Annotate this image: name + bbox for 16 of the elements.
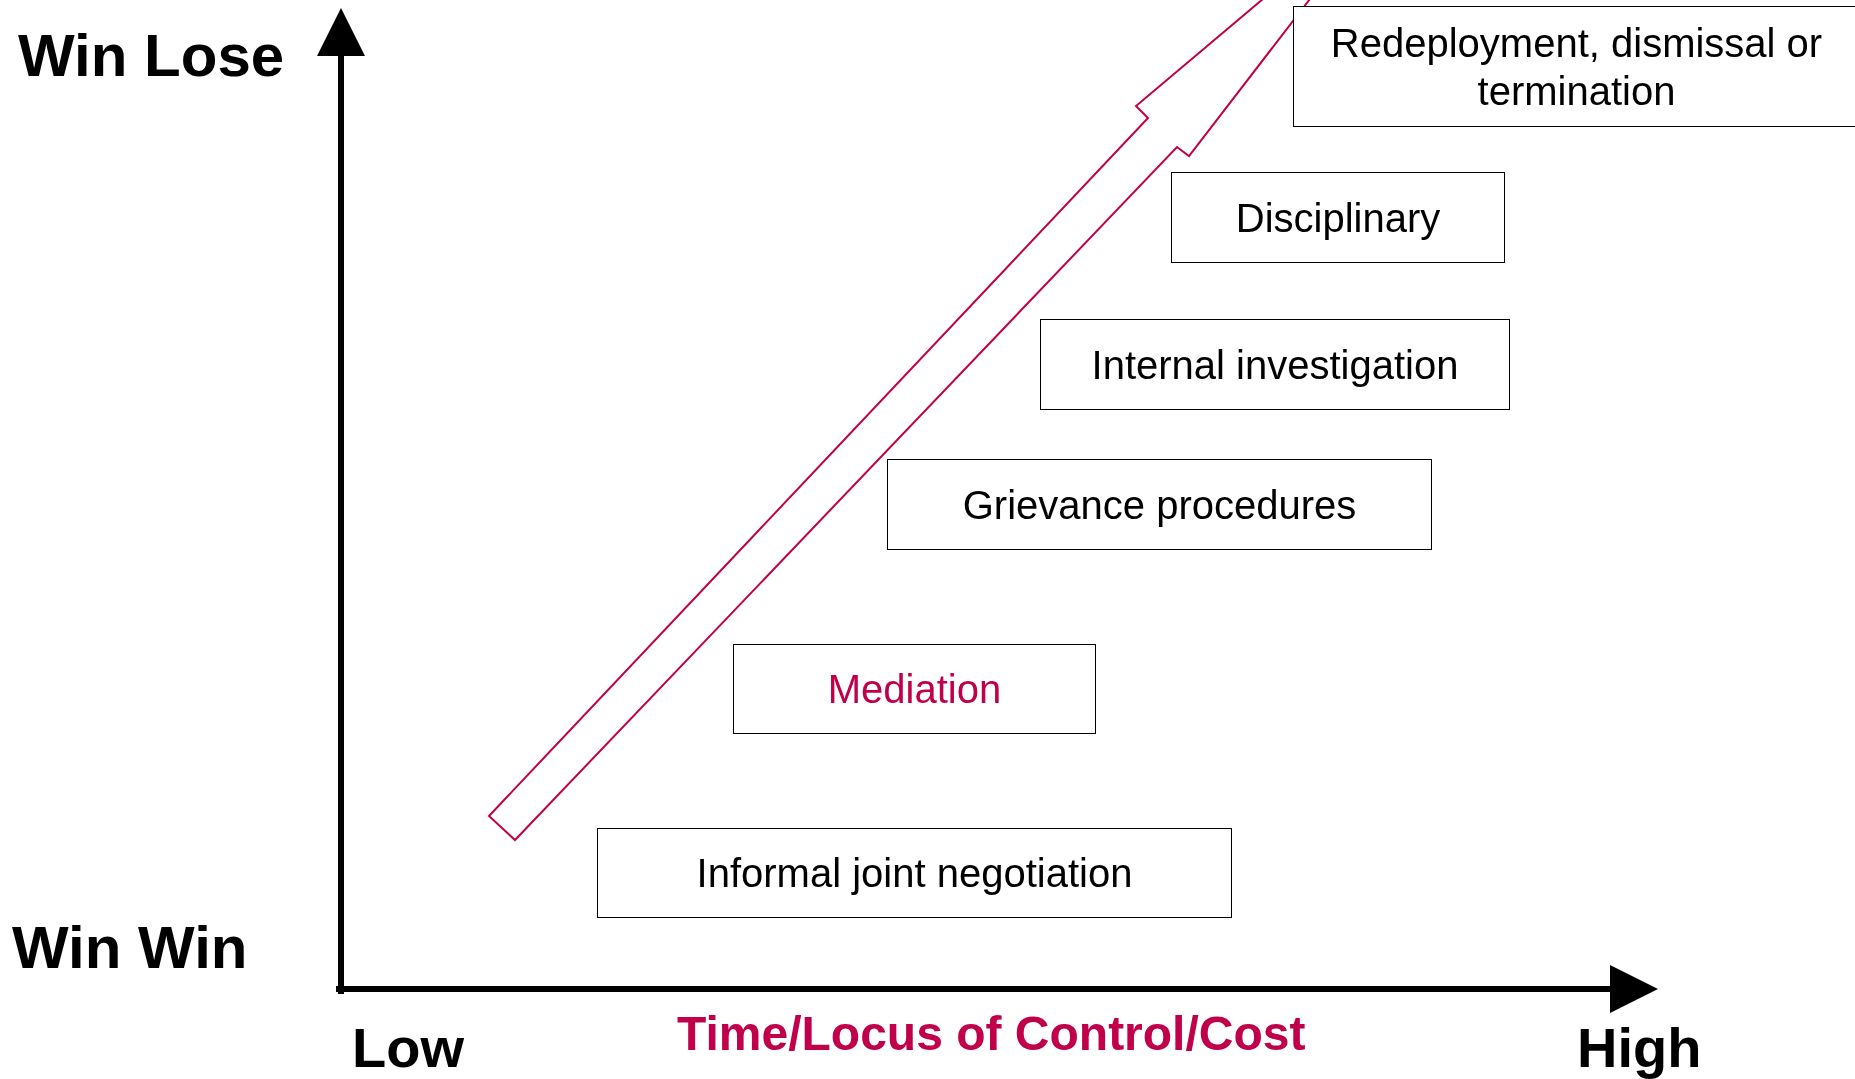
process-box <box>1040 319 1510 410</box>
process-box <box>887 459 1432 550</box>
box-label: Mediation <box>827 666 1002 713</box>
box-label: Grievance procedures <box>962 481 1357 529</box>
process-box <box>1171 172 1505 263</box>
process-box <box>1293 6 1855 127</box>
box-label: Disciplinary <box>1235 194 1441 242</box>
axis-label: Win Lose <box>18 26 285 86</box>
axis-label: Win Win <box>12 918 248 978</box>
process-box <box>597 828 1232 918</box>
box-label: Informal joint negotiation <box>696 850 1133 897</box>
axis-label: Low <box>352 1020 464 1076</box>
axis-label: Time/Locus of Control/Cost <box>677 1010 1306 1058</box>
box-label: Internal investigation <box>1091 341 1459 389</box>
box-label: Redeployment, dismissal or termination <box>1329 19 1824 115</box>
process-box <box>733 644 1096 734</box>
